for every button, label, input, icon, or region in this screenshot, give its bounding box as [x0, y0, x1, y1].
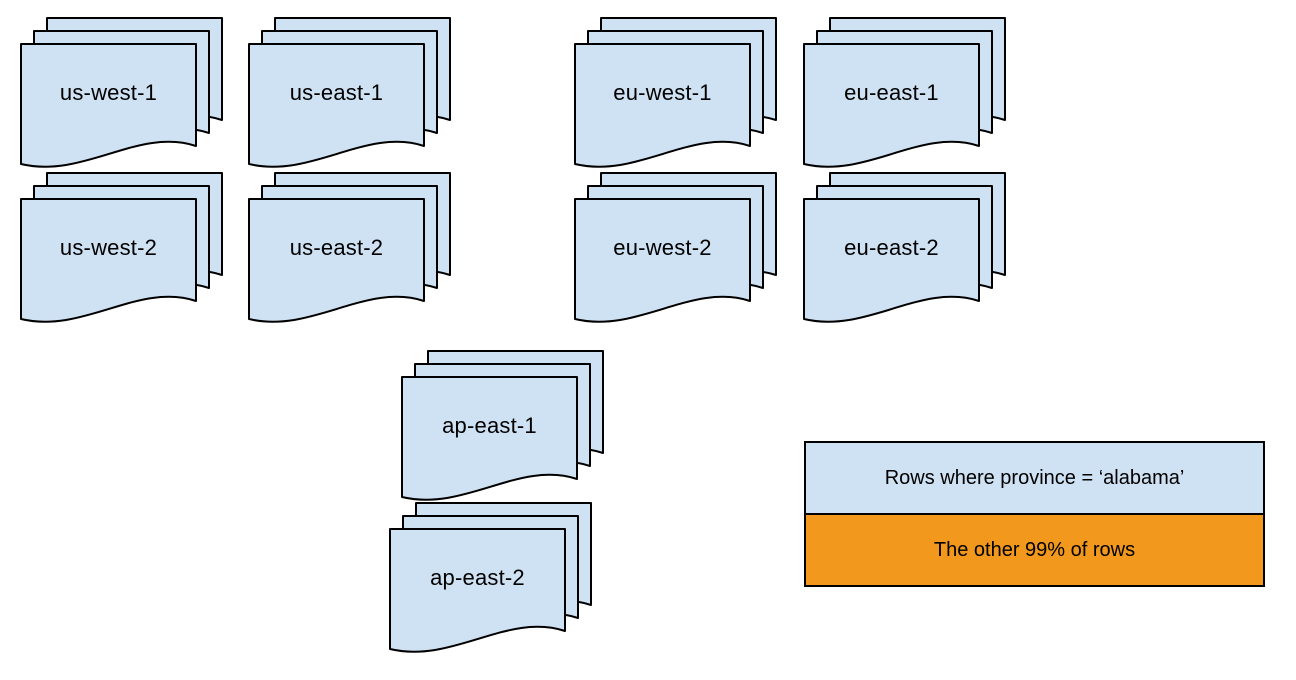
legend-item-label: Rows where province = ‘alabama’	[884, 466, 1185, 489]
doc-stack-eu-east-1: eu-east-1	[803, 17, 1009, 177]
doc-stack-us-west-1: us-west-1	[20, 17, 226, 177]
document-stack-icon	[248, 17, 451, 168]
doc-stack-us-east-2: us-east-2	[248, 172, 454, 332]
document-stack-icon	[20, 17, 223, 168]
document-stack-icon	[389, 502, 592, 653]
document-stack-icon	[20, 172, 223, 323]
doc-stack-eu-west-2: eu-west-2	[574, 172, 780, 332]
doc-stack-eu-east-2: eu-east-2	[803, 172, 1009, 332]
legend-item-alabama-rows: Rows where province = ‘alabama’	[806, 443, 1263, 515]
doc-stack-eu-west-1: eu-west-1	[574, 17, 780, 177]
document-stack-icon	[803, 17, 1006, 168]
document-stack-icon	[574, 17, 777, 168]
document-stack-icon	[803, 172, 1006, 323]
document-stack-icon	[574, 172, 777, 323]
legend: Rows where province = ‘alabama’ The othe…	[804, 441, 1265, 587]
doc-stack-us-east-1: us-east-1	[248, 17, 454, 177]
doc-stack-ap-east-2: ap-east-2	[389, 502, 595, 662]
document-stack-icon	[401, 350, 604, 501]
legend-item-other-rows: The other 99% of rows	[806, 515, 1263, 585]
document-stack-icon	[248, 172, 451, 323]
doc-stack-ap-east-1: ap-east-1	[401, 350, 607, 510]
legend-item-label: The other 99% of rows	[933, 538, 1136, 561]
doc-stack-us-west-2: us-west-2	[20, 172, 226, 332]
